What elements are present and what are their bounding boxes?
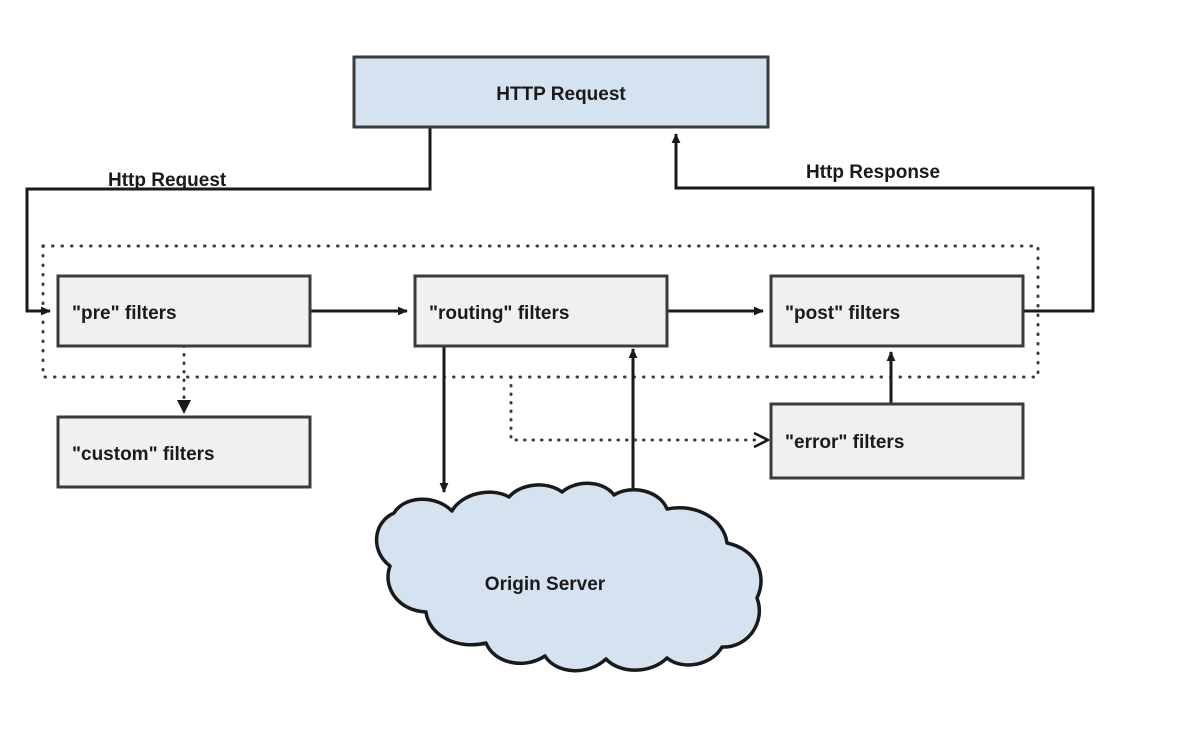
node-origin-server[interactable]: Origin Server	[374, 481, 763, 673]
edge-label-http-response: Http Response	[806, 162, 940, 183]
custom-filters-box[interactable]	[56, 415, 312, 489]
routing-filters-box[interactable]	[413, 274, 669, 348]
origin-server-label: Origin Server	[485, 574, 606, 595]
http-request-box[interactable]	[352, 55, 770, 129]
node-pre-filters[interactable]: "pre" filters	[56, 274, 312, 348]
node-routing-filters[interactable]: "routing" filters	[413, 274, 669, 348]
error-arrowhead	[753, 432, 770, 448]
error-filters-box[interactable]	[769, 402, 1025, 480]
http-request-label: HTTP Request	[496, 84, 626, 105]
error-filters-label: "error" filters	[785, 432, 904, 453]
edge-container-to-error	[509, 375, 770, 448]
node-post-filters[interactable]: "post" filters	[769, 274, 1025, 348]
edge-post-filters-to-http-request	[671, 133, 1095, 313]
pre-filters-box[interactable]	[56, 274, 312, 348]
post-filters-box[interactable]	[769, 274, 1025, 348]
node-error-filters[interactable]: "error" filters	[769, 402, 1025, 480]
post-filters-label: "post" filters	[785, 303, 900, 324]
edge-http-request-to-pre-filters	[25, 127, 432, 316]
pre-filters-label: "pre" filters	[72, 303, 177, 324]
routing-filters-label: "routing" filters	[429, 303, 569, 324]
custom-arrowhead	[177, 400, 191, 414]
custom-filters-label: "custom" filters	[72, 444, 215, 465]
edge-pre-to-custom	[177, 344, 191, 414]
node-custom-filters[interactable]: "custom" filters	[56, 415, 312, 489]
edge-label-http-request: Http Request	[108, 170, 227, 191]
node-http-request[interactable]: HTTP Request	[352, 55, 770, 129]
